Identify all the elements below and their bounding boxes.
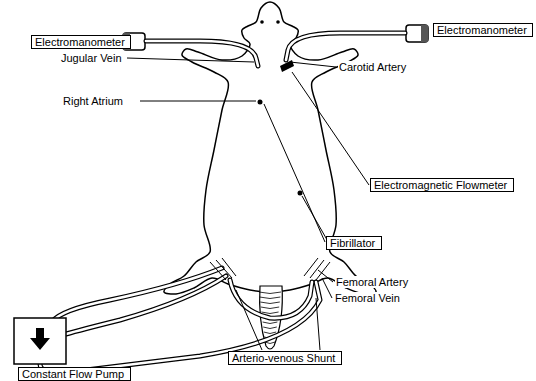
label-text: Electromagnetic Flowmeter (374, 179, 510, 191)
anatomy-label: Right Atrium (62, 95, 124, 107)
eye (276, 20, 280, 24)
eye (260, 20, 264, 24)
pump-symbol (14, 318, 66, 364)
catheter (210, 258, 330, 280)
anatomy-label: Jugular Vein (60, 52, 123, 64)
instrument-label: Constant Flow Pump (18, 367, 131, 381)
anatomy-label: Femoral Artery (335, 276, 409, 288)
label-text: Arterio-venous Shunt (232, 352, 338, 364)
label-text: Constant Flow Pump (22, 368, 127, 380)
label-text: Fibrillator (330, 237, 378, 249)
instrument-label: Arterio-venous Shunt (228, 351, 342, 365)
instrument-label: Electromagnetic Flowmeter (370, 178, 514, 192)
manometer-symbol (123, 25, 428, 50)
leader-line (127, 58, 369, 350)
label-text: Electromanometer (437, 24, 529, 36)
anatomy-label: Carotid Artery (338, 61, 407, 73)
label-text: Electromanometer (35, 36, 127, 48)
instrument-label: Electromanometer (433, 23, 533, 37)
instrument-label: Electromanometer (31, 35, 131, 49)
anatomy-label: Femoral Vein (334, 292, 401, 304)
rat-outline (164, 2, 376, 294)
instrument-label: Fibrillator (326, 236, 382, 250)
tube (40, 33, 405, 373)
